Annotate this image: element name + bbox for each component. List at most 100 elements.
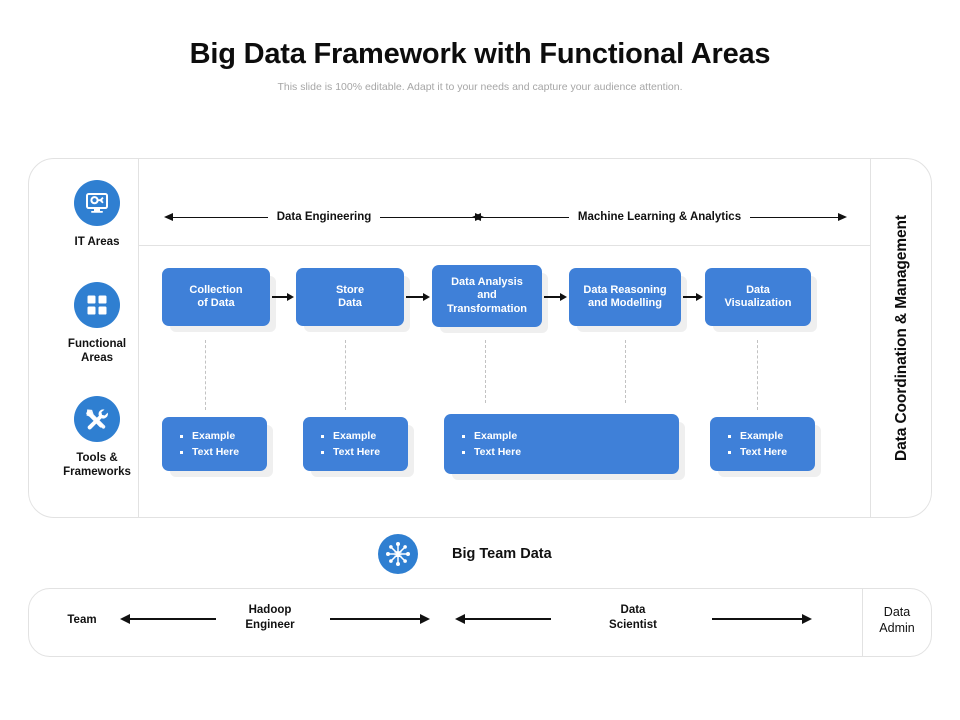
sidebar-label-line1: Functional	[67, 338, 127, 350]
roles-arrow-4	[712, 614, 812, 624]
right-label-divider	[870, 158, 871, 518]
process-line1: Data Reasoning	[583, 283, 667, 296]
dashed-connector-1	[205, 340, 206, 410]
arrow-line	[380, 216, 476, 218]
process-box-collection[interactable]: Collection of Data	[162, 268, 270, 326]
connector-line	[272, 296, 287, 298]
process-line1: Store	[335, 283, 365, 296]
bullet-text: Text Here	[333, 446, 381, 458]
bullet-item: Text Here	[180, 444, 267, 460]
process-line2: of Data	[197, 297, 235, 309]
example-box-4[interactable]: Example Text Here	[710, 417, 815, 471]
phase-label: Machine Learning & Analytics	[577, 211, 742, 223]
phase-arrow-data-engineering: Data Engineering	[164, 203, 485, 231]
sidebar-item-tools-frameworks[interactable]: Tools & Frameworks	[28, 396, 166, 479]
bullet-dot-icon	[728, 450, 731, 454]
right-vertical-label: Data Coordination & Management	[871, 158, 932, 518]
example-box-3[interactable]: Example Text Here	[444, 414, 679, 474]
process-box-reasoning[interactable]: Data Reasoning and Modelling	[569, 268, 681, 326]
role-label-data-admin: Data Admin	[864, 604, 930, 636]
process-box-text: Store Data	[336, 284, 364, 311]
arrow-head-right-icon	[420, 614, 430, 624]
arrow-line	[750, 216, 839, 218]
arrow-head-left-icon	[164, 213, 173, 221]
bullet-item: Example	[321, 428, 408, 444]
roles-bar	[28, 588, 932, 657]
bullet-item: Text Here	[321, 444, 408, 460]
example-box-1[interactable]: Example Text Here	[162, 417, 267, 471]
process-line1: Data	[746, 283, 770, 296]
arrow-head-left-icon	[455, 614, 465, 624]
arrow-head-right-icon	[560, 293, 567, 301]
dashed-connector-2	[345, 340, 346, 410]
arrow-line	[481, 216, 569, 218]
process-box-visualization[interactable]: Data Visualization	[705, 268, 811, 326]
sidebar-label-line2: Frameworks	[63, 466, 131, 478]
role-line1: Data	[620, 604, 646, 616]
process-box-analysis[interactable]: Data Analysis and Transformation	[432, 265, 542, 327]
bullet-item: Text Here	[462, 444, 679, 460]
page-title: Big Data Framework with Functional Areas	[189, 38, 771, 70]
arrow-head-right-icon	[838, 213, 848, 221]
arrow-head-left-icon	[120, 614, 130, 624]
process-connector-2	[406, 292, 430, 302]
big-team-data-label: Big Team Data	[452, 546, 552, 562]
process-box-store[interactable]: Store Data	[296, 268, 404, 326]
role-label-team: Team	[67, 614, 97, 626]
bullet-dot-icon	[321, 434, 324, 438]
role-line1: Hadoop	[248, 604, 292, 616]
process-box-text: Data Analysis and Transformation	[447, 276, 527, 317]
bullet-text: Example	[740, 430, 784, 442]
monitor-gear-icon	[74, 180, 120, 226]
example-box-2[interactable]: Example Text Here	[303, 417, 408, 471]
process-line1: Data Analysis	[451, 275, 523, 288]
page-subtitle: This slide is 100% editable. Adapt it to…	[277, 81, 683, 93]
process-connector-4	[683, 292, 703, 302]
arrow-line	[465, 618, 551, 620]
network-nodes-icon	[378, 534, 418, 574]
sidebar-item-functional-areas[interactable]: Functional Areas	[28, 282, 166, 365]
process-box-text: Data Reasoning and Modelling	[583, 284, 666, 311]
sidebar-item-label: Functional Areas	[28, 337, 166, 365]
phase-label: Data Engineering	[276, 211, 372, 223]
process-box-text: Collection of Data	[189, 284, 242, 311]
role-label-hadoop-engineer: Hadoop Engineer	[222, 603, 318, 632]
dashed-connector-3	[485, 340, 486, 403]
arrow-head-right-icon	[802, 614, 812, 624]
arrow-line	[330, 618, 420, 620]
process-line2: Data	[338, 297, 362, 309]
bullet-text: Text Here	[192, 446, 240, 458]
bullet-dot-icon	[462, 450, 465, 454]
dashed-connector-5	[757, 340, 758, 410]
bullet-text: Example	[192, 430, 236, 442]
bullet-dot-icon	[180, 434, 183, 438]
bullet-dot-icon	[728, 434, 731, 438]
roles-arrow-3	[455, 614, 551, 624]
bullet-item: Example	[462, 428, 679, 444]
phase-arrow-machine-learning: Machine Learning & Analytics	[472, 203, 848, 231]
sidebar-item-it-areas[interactable]: IT Areas	[28, 180, 166, 249]
arrow-head-right-icon	[287, 293, 294, 301]
process-line2: Visualization	[724, 297, 792, 309]
sidebar-label-line1: Tools &	[76, 452, 118, 464]
bullet-text: Text Here	[740, 446, 788, 458]
big-team-data-group: Big Team Data	[378, 534, 552, 574]
bullet-text: Example	[333, 430, 377, 442]
grid-squares-icon	[74, 282, 120, 328]
sidebar-label-line2: Areas	[81, 352, 113, 364]
roles-arrow-1	[120, 614, 216, 624]
bullet-item: Text Here	[728, 444, 815, 460]
process-connector-1	[272, 292, 294, 302]
role-label-data-scientist: Data Scientist	[585, 603, 681, 632]
arrow-head-right-icon	[696, 293, 703, 301]
process-line2: and	[477, 289, 497, 302]
process-line3: Transformation	[446, 302, 528, 315]
right-label-text: Data Coordination & Management	[892, 215, 910, 461]
process-box-text: Data Visualization	[724, 284, 791, 311]
phase-row-divider	[139, 245, 870, 246]
connector-line	[683, 296, 696, 298]
arrow-head-left-icon	[472, 213, 481, 221]
sidebar-item-label: IT Areas	[74, 236, 120, 248]
bullet-text: Text Here	[474, 446, 522, 458]
